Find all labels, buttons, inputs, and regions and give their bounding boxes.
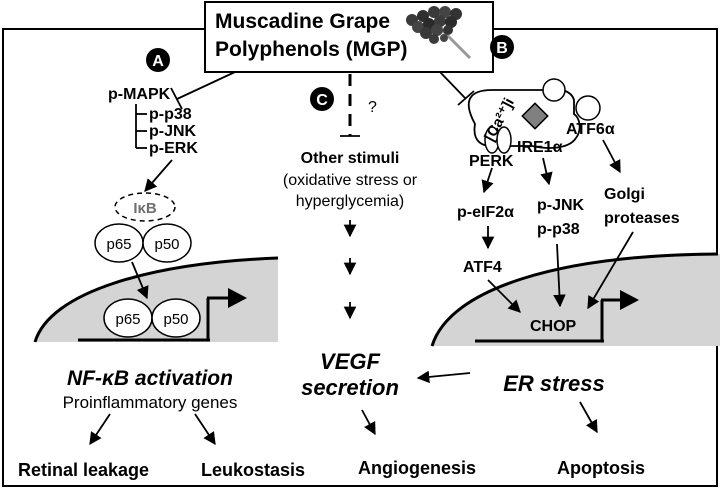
marker-a: A bbox=[146, 48, 170, 72]
arrow-to-leukostasis bbox=[194, 413, 216, 446]
angiogenesis-label: Angiogenesis bbox=[358, 458, 476, 478]
promoter-arrow-icon bbox=[475, 290, 639, 343]
nfkb-title: NF-κB activation bbox=[67, 367, 233, 390]
apoptosis-label: Apoptosis bbox=[557, 458, 645, 478]
other-stimuli-line2: hyperglycemia) bbox=[296, 193, 404, 210]
inhibit-line-b bbox=[439, 71, 475, 106]
svg-text:B: B bbox=[496, 40, 508, 57]
perk-oval-2 bbox=[496, 126, 512, 154]
nucleus-a bbox=[35, 258, 278, 342]
vegf-title: VEGF bbox=[320, 349, 380, 374]
golgi-label: Golgi bbox=[604, 186, 645, 203]
grape-cluster-icon bbox=[406, 6, 472, 60]
p50-label: p50 bbox=[154, 236, 179, 253]
arrow-to-retinal-leakage bbox=[89, 413, 111, 446]
arrow-perk-to-eif2 bbox=[481, 167, 494, 194]
chop-label: CHOP bbox=[530, 318, 577, 335]
svg-text:C: C bbox=[316, 92, 328, 109]
nucleus-b bbox=[432, 254, 720, 346]
arrow-jnk-to-chop bbox=[553, 243, 566, 308]
atf4-label: ATF4 bbox=[463, 259, 502, 276]
er-stress-title: ER stress bbox=[503, 371, 605, 396]
p65-label: p65 bbox=[106, 236, 131, 253]
p-mapk-label: p-MAPK bbox=[108, 86, 171, 103]
nucleus-p50-label: p50 bbox=[163, 311, 188, 328]
arrow-to-angiogenesis bbox=[361, 409, 376, 436]
inhibit-line-c bbox=[340, 74, 360, 137]
ikb-label: IκB bbox=[133, 200, 157, 217]
promoter-arrow-icon bbox=[78, 288, 247, 342]
inhibit-line-a bbox=[170, 71, 236, 110]
arrow-to-apoptosis bbox=[579, 401, 598, 434]
proteases-label: proteases bbox=[604, 210, 680, 227]
nfkb-subtitle: Proinflammatory genes bbox=[63, 393, 238, 412]
p-jnk-label: p-JNK bbox=[149, 123, 197, 140]
header-line1: Muscadine Grape bbox=[215, 10, 390, 33]
arrow-er-to-vegf bbox=[416, 370, 471, 384]
membrane-sphere-right bbox=[575, 95, 601, 121]
header-line2: Polyphenols (MGP) bbox=[215, 38, 408, 61]
mapk-bracket bbox=[135, 104, 147, 149]
other-stimuli-line1: (oxidative stress or bbox=[283, 172, 418, 189]
ire1-label: IRE1α bbox=[517, 139, 563, 156]
arrow-atf4-to-chop bbox=[487, 279, 521, 313]
other-stimuli-title: Other stimuli bbox=[301, 150, 400, 167]
p50-ellipse bbox=[142, 223, 192, 263]
marker-b: B bbox=[490, 35, 514, 59]
question-mark: ? bbox=[368, 99, 377, 116]
vegf-subtitle: secretion bbox=[301, 375, 399, 400]
arrow-golgi-to-chop bbox=[587, 231, 634, 310]
perk-label: PERK bbox=[469, 153, 514, 170]
svg-text:A: A bbox=[152, 53, 164, 70]
p-erk-label: p-ERK bbox=[149, 140, 198, 157]
p-eif2-label: p-eIF2α bbox=[457, 204, 514, 221]
p-p38-b-label: p-p38 bbox=[537, 221, 580, 238]
ire1-square bbox=[521, 102, 549, 130]
arrow-ire1-to-jnk bbox=[540, 157, 553, 186]
ikb-ellipse bbox=[114, 192, 176, 222]
leukostasis-label: Leukostasis bbox=[201, 460, 305, 480]
arrow-to-nucleus-a bbox=[131, 261, 149, 300]
membrane-sphere-top bbox=[542, 78, 566, 102]
marker-c: C bbox=[310, 87, 334, 111]
arrow-atf6-to-golgi bbox=[602, 139, 621, 174]
nucleus-p50-ellipse bbox=[151, 298, 201, 338]
p-jnk-b-label: p-JNK bbox=[537, 197, 585, 214]
atf6-label: ATF6α bbox=[566, 121, 615, 138]
p-p38-label: p-p38 bbox=[149, 106, 192, 123]
arrow-erk-to-ikb bbox=[144, 159, 173, 192]
nucleus-p65-label: p65 bbox=[115, 311, 140, 328]
retinal-leakage-label: Retinal leakage bbox=[18, 460, 149, 480]
